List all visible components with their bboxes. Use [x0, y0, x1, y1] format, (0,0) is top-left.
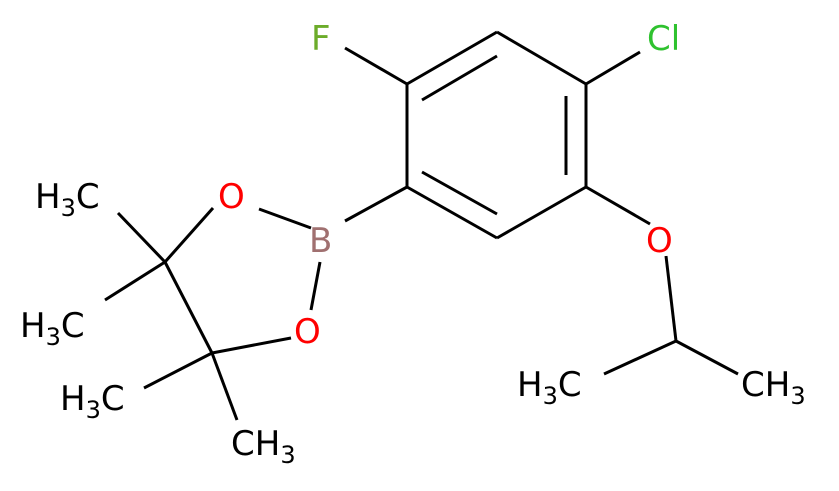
methyl-5-label: H3C	[517, 365, 582, 410]
methyl-3-h: H	[60, 379, 86, 419]
methyl-3-c: C	[101, 379, 125, 419]
methyl-2-subscript: 3	[46, 323, 61, 351]
bond-ring-2	[496, 30, 587, 86]
bond-o-ch	[664, 255, 678, 342]
bond-c-me4	[210, 352, 239, 421]
methyl-6-subscript: 3	[790, 382, 805, 410]
atom-oxygen-3-label: O	[646, 221, 673, 261]
bond-c-me2	[104, 260, 166, 302]
bond-c-b	[344, 185, 408, 223]
methyl-1-h: H	[35, 177, 61, 217]
bond-o1-c	[163, 207, 215, 263]
bond-b-o2	[309, 261, 322, 311]
bond-ring-1-inner	[421, 54, 498, 102]
bonds	[104, 30, 739, 421]
methyl-4-subscript: 3	[280, 441, 295, 469]
bond-b-o1	[258, 207, 312, 230]
atom-boron-label: B	[309, 221, 332, 261]
bond-c-f	[344, 46, 408, 86]
methyl-1-subscript: 3	[61, 194, 76, 222]
atom-oxygen-2-label: O	[294, 312, 321, 352]
bond-ch-me5	[603, 339, 677, 376]
bond-ring-1	[406, 30, 498, 86]
methyl-1-c: C	[76, 177, 100, 217]
bond-ch-me6	[675, 339, 739, 376]
methyl-6-label: CH3	[741, 365, 806, 410]
methyl-2-c: C	[61, 306, 85, 346]
methyl-2-h: H	[20, 306, 46, 346]
bond-ring-5	[406, 185, 498, 240]
methyl-5-c: C	[558, 365, 582, 405]
methyl-3-label: H3C	[60, 379, 125, 424]
methyl-5-subscript: 3	[543, 382, 558, 410]
bond-c-me1	[116, 211, 167, 264]
atom-fluorine-label: F	[311, 19, 331, 59]
bond-c-o-ether	[585, 185, 651, 226]
methyl-1-label: H3C	[35, 177, 100, 222]
methyl-4-label: CH3	[231, 424, 296, 469]
bond-ring-5-inner	[421, 170, 498, 216]
atom-chlorine-label: Cl	[647, 19, 680, 59]
bond-c-me3	[143, 351, 213, 390]
atom-labels: F Cl B O O O H3C H3C H3C CH3 H3C CH3	[20, 19, 806, 469]
bond-o2-c	[211, 336, 292, 355]
bond-ring-4	[496, 185, 587, 240]
methyl-6-ch: CH	[741, 365, 790, 405]
methyl-4-ch: CH	[231, 424, 280, 464]
atom-oxygen-1-label: O	[218, 177, 245, 217]
methyl-3-subscript: 3	[86, 396, 101, 424]
methyl-5-h: H	[517, 365, 543, 405]
bond-c-c-pinacol	[163, 261, 214, 354]
bond-c-cl	[585, 50, 641, 86]
methyl-2-label: H3C	[20, 306, 85, 351]
